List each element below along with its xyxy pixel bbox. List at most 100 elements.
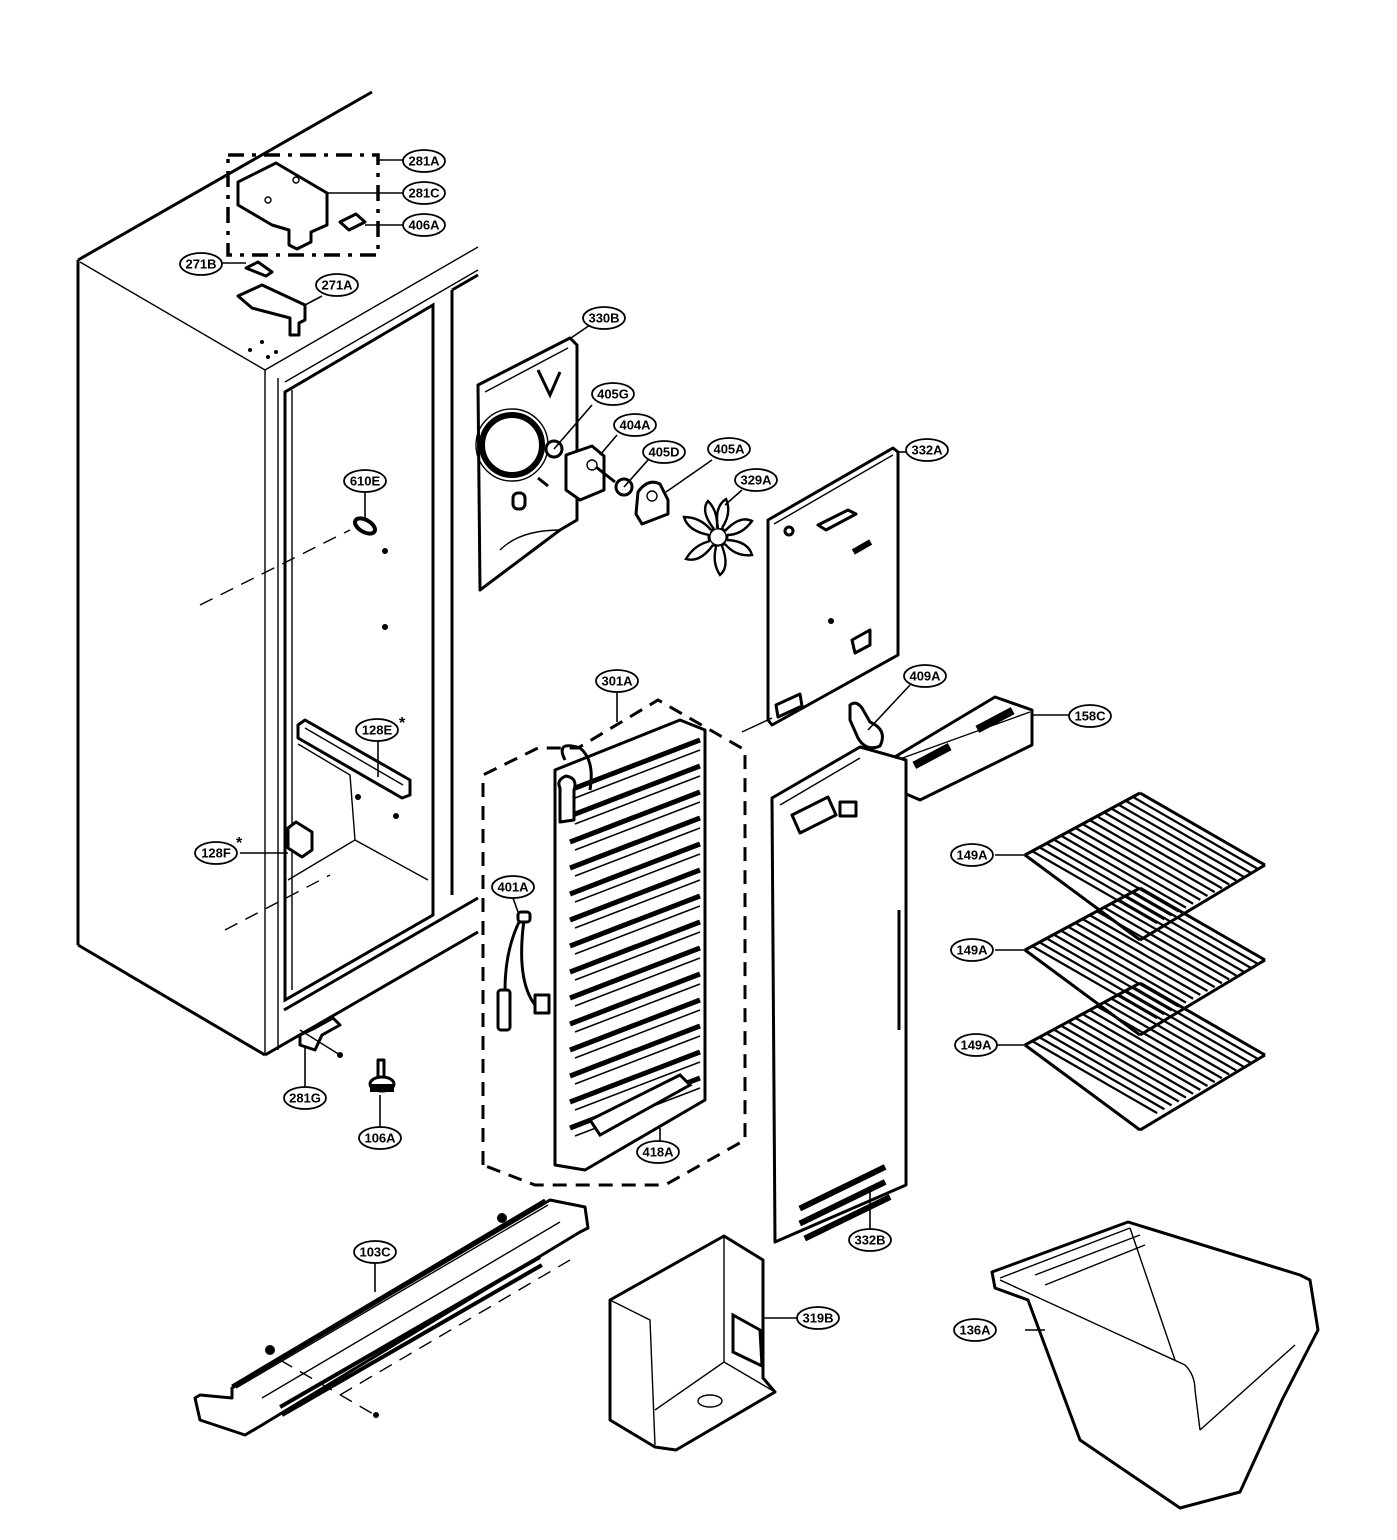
grommet-610E (353, 516, 377, 536)
evaporator-fin (574, 1035, 701, 1085)
shelf-wire (1067, 1020, 1194, 1095)
svg-text:149A: 149A (960, 1038, 992, 1053)
shelf-wire (1096, 910, 1223, 985)
evaporator-fin (574, 1061, 701, 1111)
callout-128F[interactable]: 128F (194, 841, 238, 865)
callout-405A[interactable]: 405A (707, 437, 751, 461)
fan-shroud (475, 336, 579, 592)
shelf-wire (1031, 1040, 1158, 1115)
shelf-wire (1067, 830, 1194, 905)
callout-128F-marker: * (236, 835, 243, 852)
evaporator-coil (569, 867, 701, 923)
shelf-frame (1139, 886, 1266, 962)
callout-330B[interactable]: 330B (582, 306, 626, 330)
shelf-wire (1060, 929, 1187, 1004)
svg-text:405A: 405A (713, 442, 745, 457)
shelf-wire (1103, 811, 1230, 886)
evaporator-coil (569, 815, 701, 871)
shelf-wire (1074, 921, 1201, 996)
callout-271A[interactable]: 271A (315, 273, 359, 297)
upper-evaporator-cover (741, 446, 900, 733)
callout-404A[interactable]: 404A (613, 413, 657, 437)
shelf-wire (1132, 795, 1259, 870)
svg-text:418A: 418A (642, 1145, 674, 1160)
evaporator-fin (574, 931, 701, 981)
evaporator-fin (574, 983, 701, 1033)
svg-text:281A: 281A (408, 154, 440, 169)
callout-271B[interactable]: 271B (179, 252, 223, 276)
callout-610E[interactable]: 610E (343, 469, 387, 493)
wire-shelf (1024, 981, 1266, 1132)
shelf-wire (1132, 985, 1259, 1060)
callout-401A[interactable]: 401A (491, 875, 535, 899)
svg-text:271B: 271B (185, 257, 216, 272)
defrost-sensor (496, 910, 551, 1032)
svg-text:158C: 158C (1074, 709, 1106, 724)
svg-text:409A: 409A (909, 669, 941, 684)
callout-128E[interactable]: 128E (355, 718, 399, 742)
lower-evaporator-cover (770, 745, 908, 1244)
svg-text:149A: 149A (956, 848, 988, 863)
callout-301A[interactable]: 301A (595, 669, 639, 693)
defrost-heater (587, 1073, 693, 1137)
shelf-frame (1139, 981, 1266, 1057)
svg-text:103C: 103C (359, 1245, 391, 1260)
evaporator-coil (569, 1049, 701, 1105)
svg-text:405G: 405G (597, 387, 629, 402)
evaporator-coil (569, 1023, 701, 1079)
svg-text:106A: 106A (364, 1131, 396, 1146)
shelf-wire (1089, 914, 1216, 989)
callout-103C[interactable]: 103C (353, 1240, 397, 1264)
cabinet (76, 90, 479, 1057)
svg-text:301A: 301A (601, 674, 633, 689)
callout-405D[interactable]: 405D (642, 440, 686, 464)
shelf-wire (1103, 1001, 1230, 1076)
callout-281A[interactable]: 281A (402, 149, 446, 173)
svg-text:332B: 332B (854, 1233, 885, 1248)
callout-319B[interactable]: 319B (796, 1306, 840, 1330)
callout-136A[interactable]: 136A (953, 1318, 997, 1342)
callout-332A[interactable]: 332A (905, 438, 949, 462)
svg-text:281C: 281C (408, 186, 440, 201)
shelf-wire (1125, 989, 1252, 1064)
evaporator-fin (574, 905, 701, 955)
callout-332B[interactable]: 332B (848, 1228, 892, 1252)
shelf-wire (1110, 807, 1237, 882)
shelf-wire (1081, 1013, 1209, 1087)
callout-329A[interactable]: 329A (734, 468, 778, 492)
callout-149A-1[interactable]: 149A (950, 843, 994, 867)
evaporator-coil (569, 945, 701, 1001)
callout-405G[interactable]: 405G (591, 382, 635, 406)
callouts: 281A 281C 406A 271B 271A 330B 405G 404A … (179, 149, 1112, 1342)
callout-149A-2[interactable]: 149A (950, 938, 994, 962)
shelf-frame (1139, 1053, 1266, 1132)
callout-158C[interactable]: 158C (1068, 704, 1112, 728)
shelf-wire (1060, 834, 1187, 909)
shelf-wire (1096, 815, 1223, 890)
callout-106A[interactable]: 106A (358, 1126, 402, 1150)
shelf-frame (1139, 863, 1266, 942)
shelf-wire (1117, 898, 1244, 973)
svg-text:330B: 330B (588, 311, 619, 326)
callout-406A[interactable]: 406A (402, 213, 446, 237)
svg-text:136A: 136A (959, 1323, 991, 1338)
svg-text:332A: 332A (911, 443, 943, 458)
wire-shelves (1024, 791, 1266, 1132)
callout-149A-3[interactable]: 149A (954, 1033, 998, 1057)
callout-418A[interactable]: 418A (636, 1140, 680, 1164)
shelf-wire (1089, 1009, 1216, 1084)
evaporator-coil (569, 789, 701, 845)
wire-shelf (1024, 886, 1266, 1037)
motor-bracket (634, 480, 670, 526)
callout-281C[interactable]: 281C (402, 181, 446, 205)
shelf-wire (1046, 1032, 1173, 1107)
evaporator-fin (574, 827, 701, 877)
evaporator-fin (574, 749, 701, 799)
evaporator-fin (574, 775, 701, 825)
top-hinge (236, 260, 307, 337)
callout-281G[interactable]: 281G (283, 1086, 327, 1110)
callout-409A[interactable]: 409A (903, 664, 947, 688)
shelf-wire (1038, 1036, 1165, 1111)
ice-bin (990, 1220, 1320, 1510)
